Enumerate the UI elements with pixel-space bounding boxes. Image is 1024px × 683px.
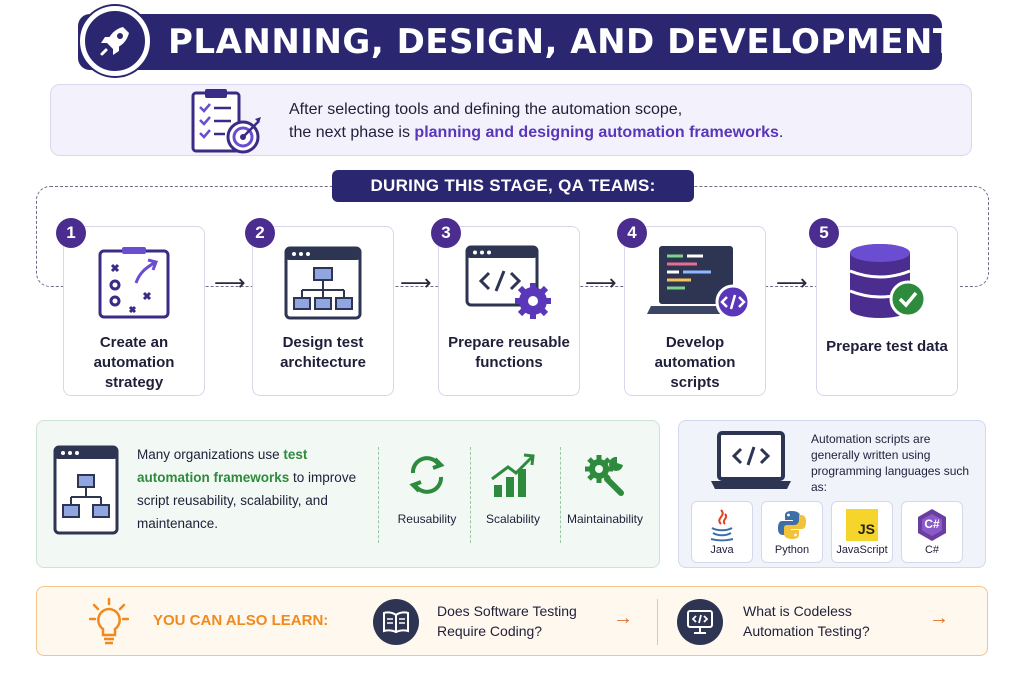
- frameworks-panel: Many organizations use test automation f…: [36, 420, 660, 568]
- divider: [657, 599, 658, 645]
- frameworks-text-suffix: to improve script reusability, scalabili…: [137, 470, 357, 531]
- rocket-icon: [80, 6, 150, 76]
- intro-highlight: planning and designing automation framew…: [414, 124, 779, 141]
- frameworks-text: Many organizations use test automation f…: [137, 443, 377, 535]
- language-card-csharp: C# C#: [901, 501, 963, 563]
- language-label: Java: [710, 544, 734, 556]
- javascript-icon: JS: [832, 508, 892, 542]
- step-card-5: Prepare test data: [816, 226, 958, 396]
- intro-line-2: the next phase is planning and designing…: [289, 121, 783, 144]
- language-label: JavaScript: [836, 544, 888, 556]
- step-number-3: 3: [431, 218, 461, 248]
- benefit-label: Scalability: [485, 512, 541, 526]
- step-card-3: Prepare reusable functions: [438, 226, 580, 396]
- laptop-code-icon: [625, 241, 765, 325]
- intro-line-1: After selecting tools and defining the a…: [289, 101, 683, 118]
- arrow-right-icon: ⟶: [585, 270, 617, 295]
- language-card-javascript: JS JavaScript: [831, 501, 893, 563]
- language-label: Python: [774, 544, 810, 556]
- also-learn-heading: YOU CAN ALSO LEARN:: [153, 612, 329, 629]
- divider: [378, 447, 379, 543]
- arrow-right-icon: ⟶: [400, 270, 432, 295]
- clipboard-target-icon: [189, 89, 265, 155]
- step-number-2: 2: [245, 218, 275, 248]
- learn-link-codeless[interactable]: What is Codeless Automation Testing?: [743, 601, 870, 641]
- header-banner: [78, 14, 942, 70]
- benefit-label: Maintainability: [566, 512, 644, 526]
- intro-line-2-suffix: .: [778, 124, 784, 141]
- divider: [470, 447, 471, 543]
- flowchart-window-icon: [53, 445, 119, 540]
- learn-link-line: Automation Testing?: [743, 623, 870, 639]
- frameworks-text-prefix: Many organizations use: [137, 447, 284, 462]
- benefit-scalability: Scalability: [467, 451, 559, 526]
- step-label-4: Develop automation scripts: [654, 334, 736, 391]
- growth-chart-icon: [467, 451, 559, 504]
- learn-link-coding[interactable]: Does Software Testing Require Coding?: [437, 601, 577, 641]
- recycle-icon: [381, 451, 473, 504]
- stage-title: DURING THIS STAGE, QA TEAMS:: [332, 170, 694, 202]
- csharp-icon: C#: [902, 508, 962, 542]
- javascript-badge: JS: [846, 509, 878, 541]
- step-card-1: Create an automation strategy: [63, 226, 205, 396]
- code-gear-icon: [439, 241, 579, 325]
- strategy-board-icon: [64, 241, 204, 325]
- intro-text: After selecting tools and defining the a…: [289, 98, 783, 144]
- step-number-4: 4: [617, 218, 647, 248]
- learn-link-line: Does Software Testing: [437, 603, 577, 619]
- arrow-right-icon: ⟶: [776, 270, 808, 295]
- frameworks-highlight: test automation frameworks: [137, 447, 308, 485]
- also-learn-bar: YOU CAN ALSO LEARN: Does Software Testin…: [36, 586, 988, 656]
- page-title: PLANNING, DESIGN, AND DEVELOPMENT: [168, 22, 957, 62]
- architecture-icon: [253, 241, 393, 325]
- learn-link-line: What is Codeless: [743, 603, 852, 619]
- language-label: C#: [924, 544, 940, 556]
- intro-line-2-prefix: the next phase is: [289, 124, 415, 141]
- csharp-badge: C#: [924, 517, 940, 531]
- step-number-1: 1: [56, 218, 86, 248]
- divider: [560, 447, 561, 543]
- benefit-maintainability: Maintainability: [559, 451, 651, 526]
- step-label-5: Prepare test data: [826, 338, 948, 355]
- database-check-icon: [817, 241, 957, 325]
- arrow-right-icon[interactable]: →: [613, 607, 633, 629]
- step-card-2: Design test architecture: [252, 226, 394, 396]
- laptop-code-icon: [709, 431, 793, 498]
- arrow-right-icon: ⟶: [214, 270, 246, 295]
- arrow-right-icon[interactable]: →: [929, 607, 949, 629]
- tools-icon: [559, 451, 651, 504]
- benefit-label: Reusability: [397, 512, 457, 526]
- step-label-2: Design test architecture: [280, 334, 366, 371]
- monitor-code-icon: [677, 599, 723, 645]
- intro-box: After selecting tools and defining the a…: [50, 84, 972, 156]
- step-card-4: Develop automation scripts: [624, 226, 766, 396]
- step-number-5: 5: [809, 218, 839, 248]
- step-label-3: Prepare reusable functions: [448, 334, 570, 371]
- python-icon: [762, 508, 822, 542]
- languages-panel: Automation scripts are generally written…: [678, 420, 986, 568]
- language-card-java: Java: [691, 501, 753, 563]
- step-label-1: Create an automation strategy: [93, 334, 175, 391]
- lightbulb-icon: [88, 597, 130, 652]
- benefit-reusability: Reusability: [381, 451, 473, 526]
- language-card-python: Python: [761, 501, 823, 563]
- book-icon: [373, 599, 419, 645]
- languages-text: Automation scripts are generally written…: [811, 432, 970, 494]
- java-icon: [692, 508, 752, 542]
- learn-link-line: Require Coding?: [437, 623, 543, 639]
